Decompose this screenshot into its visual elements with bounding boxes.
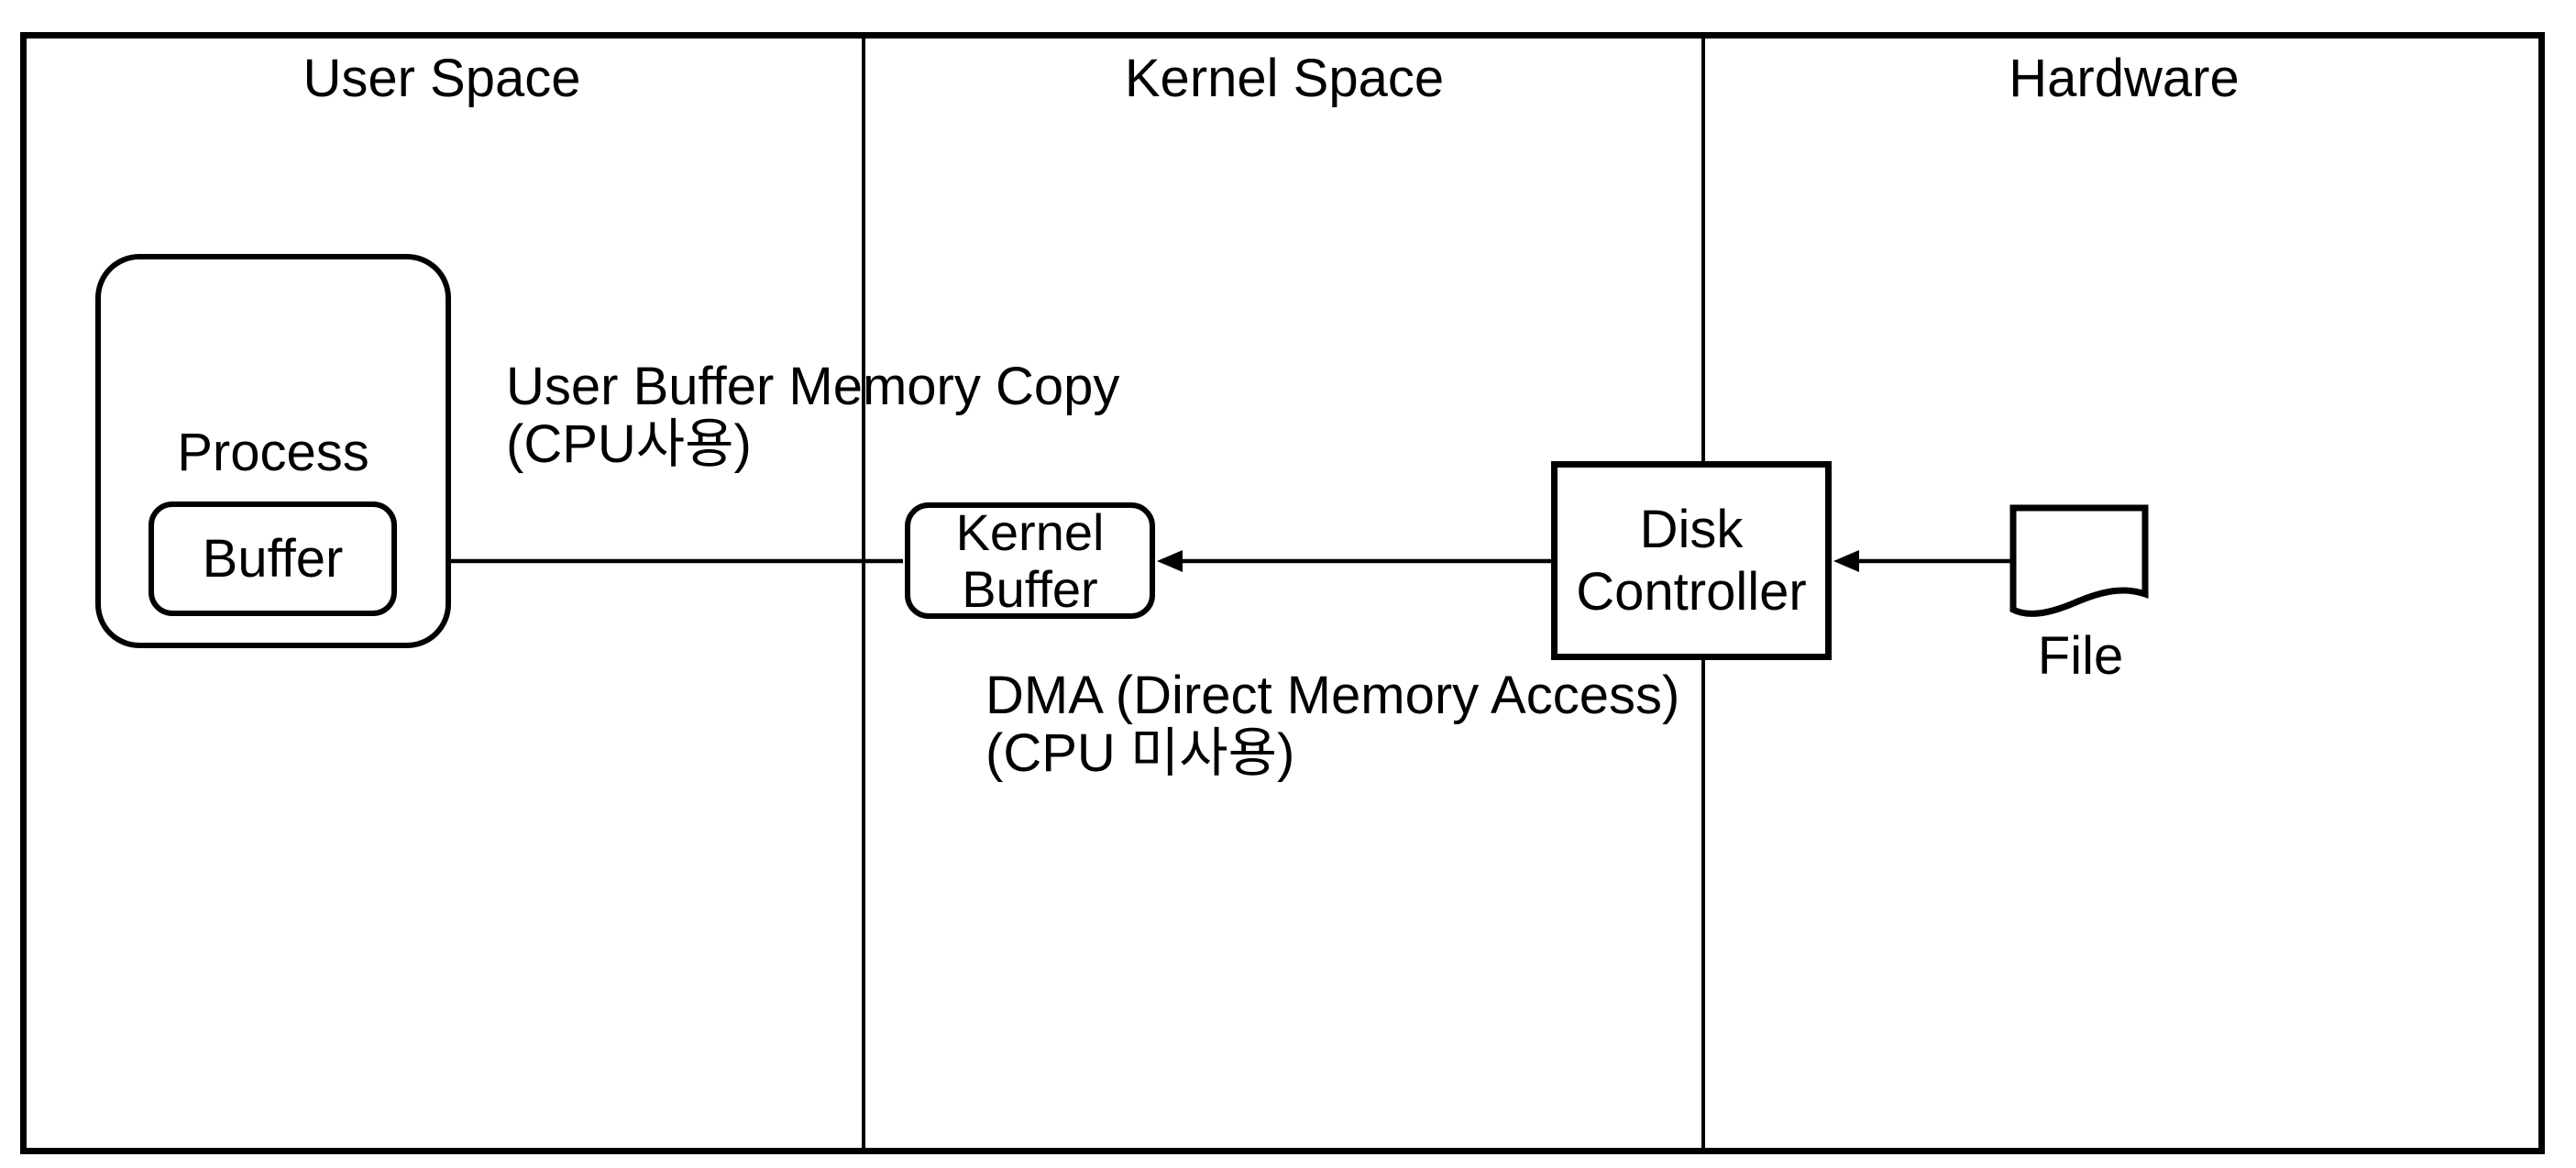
dma-annotation-line1: DMA (Direct Memory Access) bbox=[985, 666, 1680, 725]
disk-controller-node: Disk Controller bbox=[1551, 461, 1832, 660]
file-document-icon bbox=[2009, 504, 2149, 617]
process-node: Process Buffer bbox=[95, 254, 451, 648]
process-label: Process bbox=[177, 423, 369, 482]
copy-annotation-line1: User Buffer Memory Copy bbox=[506, 357, 1120, 416]
outer-frame bbox=[20, 32, 2545, 1154]
kernel-buffer-label-line1: Kernel bbox=[955, 502, 1105, 561]
kernel-buffer-label-line2: Buffer bbox=[962, 559, 1098, 618]
dma-annotation: DMA (Direct Memory Access) (CPU 미사용) bbox=[985, 667, 1679, 782]
copy-annotation-line2: (CPU사용) bbox=[506, 414, 752, 474]
dma-annotation-line2: (CPU 미사용) bbox=[985, 723, 1295, 783]
section-title-user-space: User Space bbox=[303, 49, 581, 108]
arrow-disk-controller-to-kernel-buffer bbox=[1157, 550, 1551, 572]
kernel-buffer-node: Kernel Buffer bbox=[905, 502, 1155, 619]
arrow-file-to-disk-controller bbox=[1833, 550, 2013, 572]
section-title-kernel-space: Kernel Space bbox=[1124, 49, 1445, 108]
file-label: File bbox=[2037, 626, 2124, 686]
section-title-hardware: Hardware bbox=[2009, 49, 2240, 108]
disk-controller-label-line2: Controller bbox=[1576, 561, 1807, 622]
arrow-kernel-buffer-to-user-buffer bbox=[398, 550, 903, 572]
disk-controller-label-line1: Disk bbox=[1639, 499, 1744, 559]
user-buffer-node: Buffer bbox=[149, 501, 397, 616]
divider-user-kernel bbox=[862, 39, 865, 1148]
user-buffer-memory-copy-annotation: User Buffer Memory Copy (CPU사용) bbox=[506, 358, 1119, 473]
user-buffer-label: Buffer bbox=[202, 529, 344, 589]
